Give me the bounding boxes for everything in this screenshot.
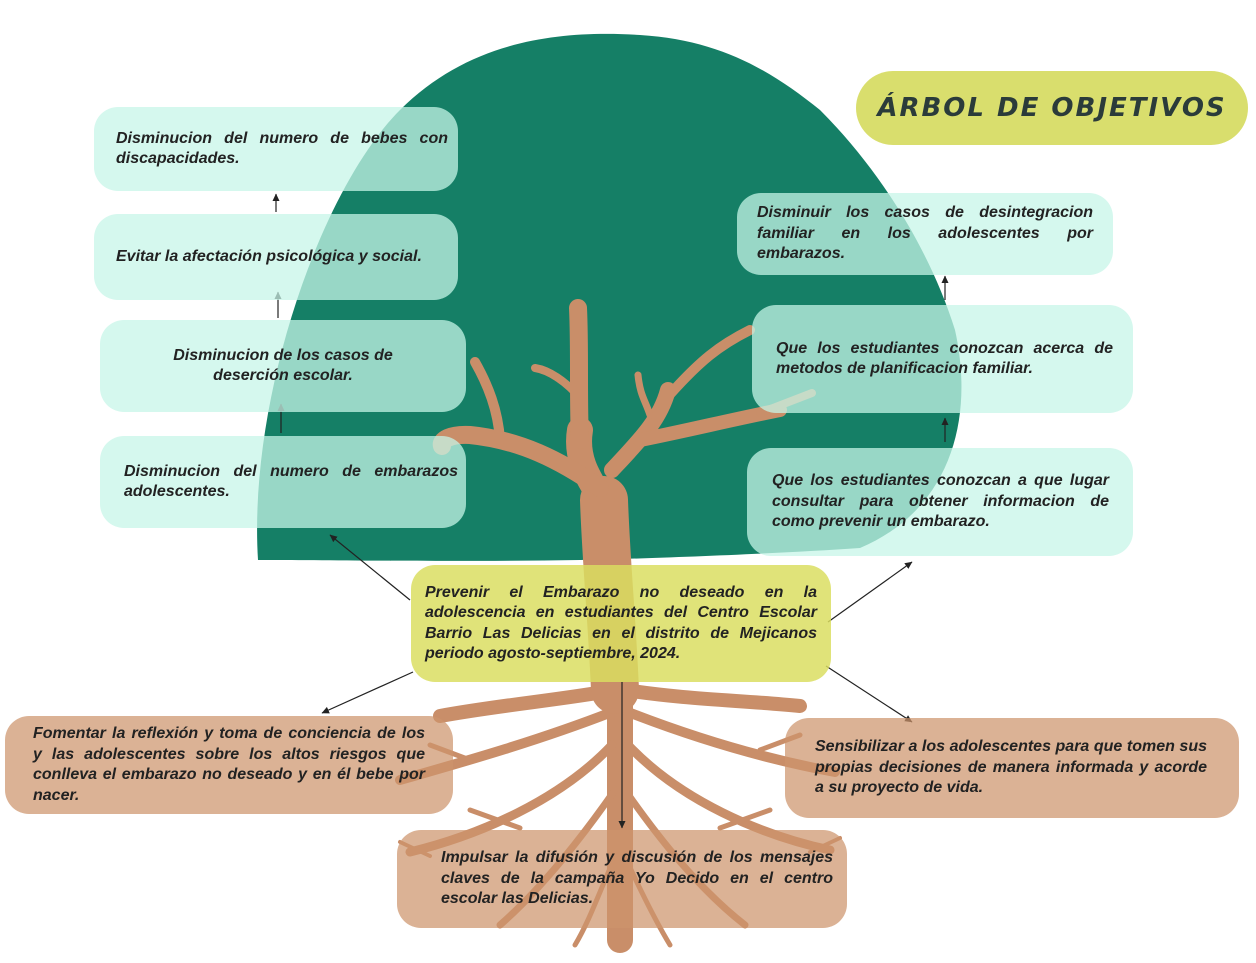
end-box-adolescent-pregnancies: Disminucion del numero de embarazos adol…	[100, 436, 466, 528]
end-box-where-to-consult: Que los estudiantes conozcan a que lugar…	[747, 448, 1133, 556]
end-box-babies-disabilities: Disminucion del numero de bebes con disc…	[94, 107, 458, 191]
diagram-arrows	[272, 193, 949, 829]
central-objective-box: Prevenir el Embarazo no deseado en la ad…	[411, 565, 831, 682]
end-box-psychological-effect: Evitar la afectación psicológica y socia…	[94, 214, 458, 300]
means-box-reflection: Fomentar la reflexión y toma de concienc…	[5, 716, 453, 814]
end-box-family-disintegration: Disminuir los casos de desintegracion fa…	[737, 193, 1113, 275]
means-box-campaign-diffusion: Impulsar la difusión y discusión de los …	[397, 830, 847, 928]
means-box-sensitize: Sensibilizar a los adolescentes para que…	[785, 718, 1239, 818]
end-box-family-planning: Que los estudiantes conozcan acerca de m…	[752, 305, 1133, 413]
end-box-school-dropout: Disminucion de los casos de deserción es…	[100, 320, 466, 412]
title-text: ÁRBOL DE OBJETIVOS	[877, 93, 1227, 123]
diagram-title: ÁRBOL DE OBJETIVOS	[856, 71, 1248, 145]
